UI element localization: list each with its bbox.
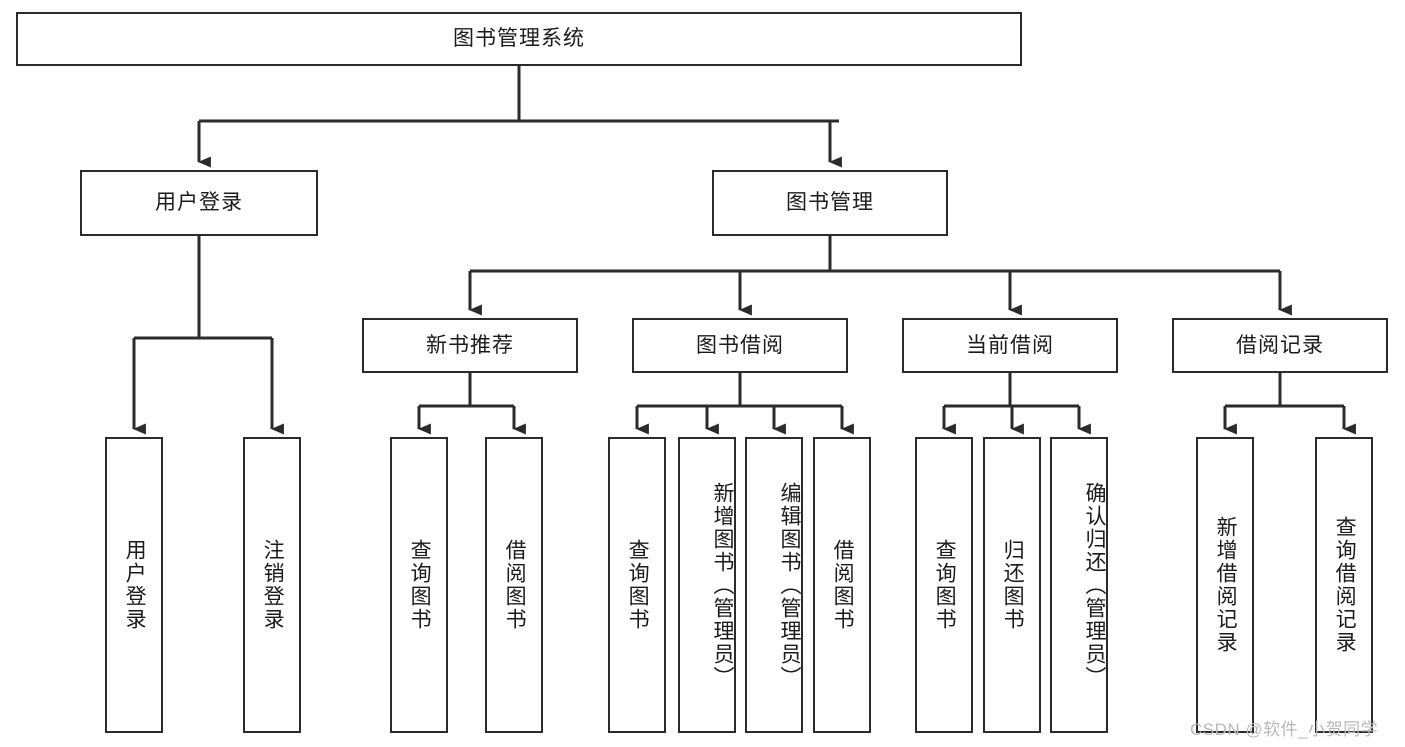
node-borrow-record[interactable]: 借阅记录 (1172, 318, 1388, 373)
edge-group-user-login (132, 236, 284, 435)
edge-group-borrow-record (1223, 373, 1356, 435)
node-root-label: 图书管理系统 (453, 27, 585, 51)
node-leaf-borrow-book-rec[interactable]: 借阅图书 (485, 437, 543, 733)
node-leaf-add-book-admin-label: 新增图书（管理员） (711, 481, 734, 689)
node-book-manage-label: 图书管理 (786, 191, 874, 215)
node-user-login-label: 用户登录 (155, 191, 243, 215)
node-leaf-confirm-return-admin-label: 确认归还（管理员） (1083, 481, 1106, 689)
node-leaf-confirm-return-admin[interactable]: 确认归还（管理员） (1050, 437, 1108, 733)
node-leaf-edit-book-admin[interactable]: 编辑图书（管理员） (745, 437, 803, 733)
node-leaf-return-book-label: 归还图书 (1001, 539, 1025, 631)
node-leaf-logout-label: 注销登录 (261, 539, 285, 631)
node-leaf-query-book-rec[interactable]: 查询图书 (390, 437, 448, 733)
node-leaf-add-book-admin[interactable]: 新增图书（管理员） (678, 437, 736, 733)
node-leaf-borrow-book-rec-label: 借阅图书 (503, 539, 527, 631)
node-leaf-query-book-rec-label: 查询图书 (408, 539, 432, 631)
edge-group-current-borrow (942, 373, 1091, 435)
node-leaf-borrow-book[interactable]: 借阅图书 (813, 437, 871, 733)
node-leaf-add-borrow-record-label: 新增借阅记录 (1214, 516, 1238, 654)
node-leaf-add-borrow-record[interactable]: 新增借阅记录 (1196, 437, 1254, 733)
edge-group-book-manage (468, 236, 1292, 316)
node-borrow-record-label: 借阅记录 (1236, 333, 1324, 357)
node-new-book-recommend[interactable]: 新书推荐 (362, 318, 578, 373)
node-user-login[interactable]: 用户登录 (80, 170, 318, 236)
edge-group-book-borrow (635, 373, 854, 435)
node-leaf-query-book-cur-label: 查询图书 (933, 539, 957, 631)
node-new-book-recommend-label: 新书推荐 (426, 333, 514, 357)
node-book-borrow-label: 图书借阅 (696, 333, 784, 357)
csdn-watermark: CSDN @软件_小贺同学 (1190, 720, 1379, 739)
node-leaf-edit-book-admin-label: 编辑图书（管理员） (778, 481, 801, 689)
node-leaf-query-borrow-record-label: 查询借阅记录 (1333, 516, 1357, 654)
node-book-borrow[interactable]: 图书借阅 (632, 318, 848, 373)
node-leaf-logout[interactable]: 注销登录 (243, 437, 301, 733)
node-leaf-user-login[interactable]: 用户登录 (105, 437, 163, 733)
node-leaf-query-book-borrow[interactable]: 查询图书 (608, 437, 666, 733)
node-leaf-user-login-label: 用户登录 (123, 539, 147, 631)
node-leaf-query-borrow-record[interactable]: 查询借阅记录 (1315, 437, 1373, 733)
node-current-borrow-label: 当前借阅 (966, 333, 1054, 357)
node-leaf-return-book[interactable]: 归还图书 (983, 437, 1041, 733)
node-leaf-query-book-borrow-label: 查询图书 (626, 539, 650, 631)
edge-group-root (197, 66, 842, 168)
node-leaf-borrow-book-label: 借阅图书 (831, 539, 855, 631)
edge-group-new-book-recommend (417, 373, 526, 435)
node-current-borrow[interactable]: 当前借阅 (902, 318, 1118, 373)
node-book-manage[interactable]: 图书管理 (712, 170, 948, 236)
node-leaf-query-book-cur[interactable]: 查询图书 (915, 437, 973, 733)
node-root[interactable]: 图书管理系统 (16, 12, 1022, 66)
